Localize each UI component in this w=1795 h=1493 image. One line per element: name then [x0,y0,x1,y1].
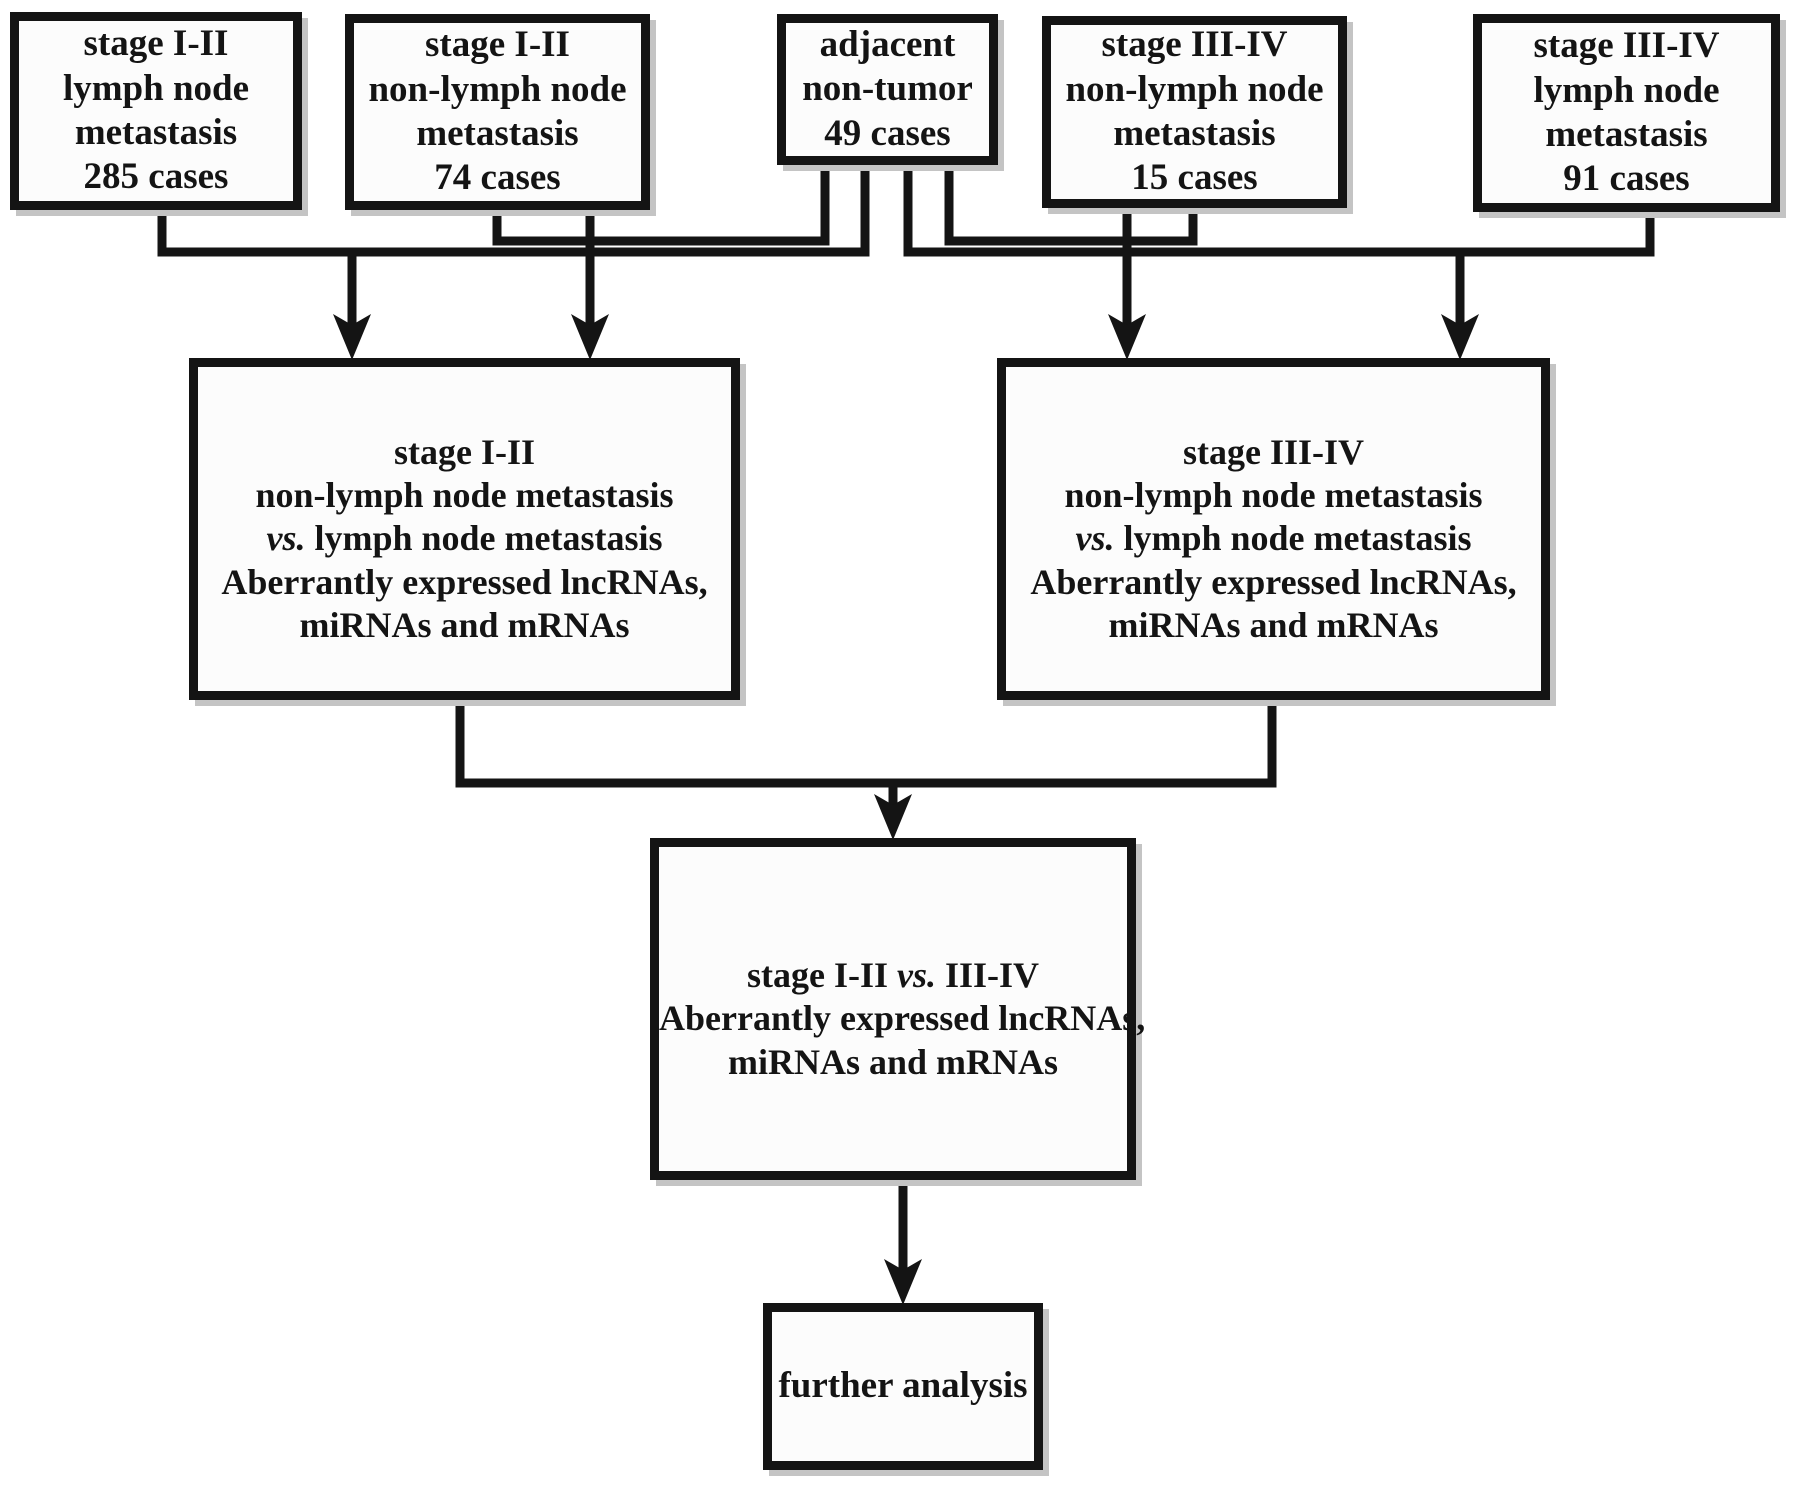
connector-right-bus [903,160,1655,257]
connector-upper-right-segment [944,160,1198,246]
connector-merge-bus [455,690,1277,788]
arrowhead-compare34-left [1108,314,1146,360]
arrowhead-compare34-right [1441,314,1479,360]
node-label: further analysis [778,1365,1028,1407]
connector-left-bus [157,160,870,257]
connector-upper-left-segment [492,160,830,246]
node-further-analysis: further analysis [763,1303,1043,1470]
arrowhead-compare12-left [333,314,371,360]
arrowhead-stages [874,794,912,840]
arrowhead-further-analysis [884,1259,922,1305]
arrowhead-compare12-right [571,314,609,360]
